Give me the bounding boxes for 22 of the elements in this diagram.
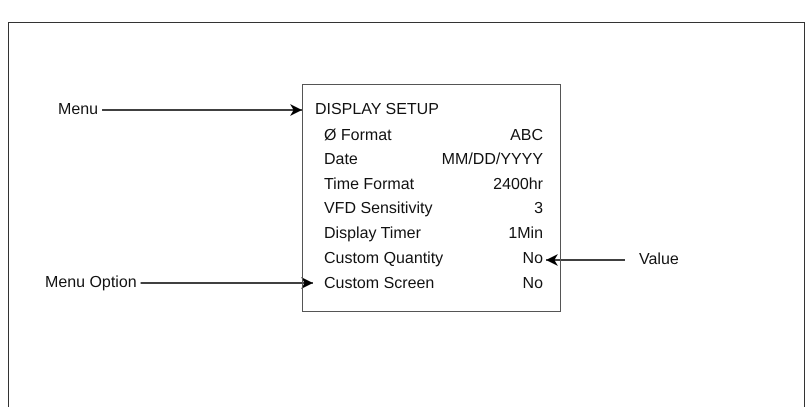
option-value: 3 — [534, 200, 543, 218]
option-value: MM/DD/YYYY — [442, 151, 543, 169]
option-name: Custom Screen — [324, 275, 434, 293]
option-value: No — [522, 275, 543, 293]
callout-label: Value — [639, 251, 679, 269]
option-name: Ø Format — [324, 127, 392, 145]
option-name: Time Format — [324, 176, 414, 194]
option-name: Display Timer — [324, 225, 421, 243]
option-value: 2400hr — [493, 176, 543, 194]
option-value: ABC — [510, 127, 543, 145]
option-name: Custom Quantity — [324, 250, 444, 268]
menu-screen-panel — [302, 84, 561, 312]
option-name: VFD Sensitivity — [324, 200, 432, 218]
leader-arrow — [546, 254, 625, 266]
callout-label: Menu — [58, 101, 98, 119]
option-name: Date — [324, 151, 358, 169]
leader-arrow — [102, 104, 302, 116]
callout-label: Menu Option — [45, 274, 137, 292]
leader-arrow — [140, 277, 313, 289]
option-value: No — [522, 250, 543, 268]
option-value: 1Min — [508, 225, 543, 243]
menu-title: DISPLAY SETUP — [315, 101, 439, 119]
